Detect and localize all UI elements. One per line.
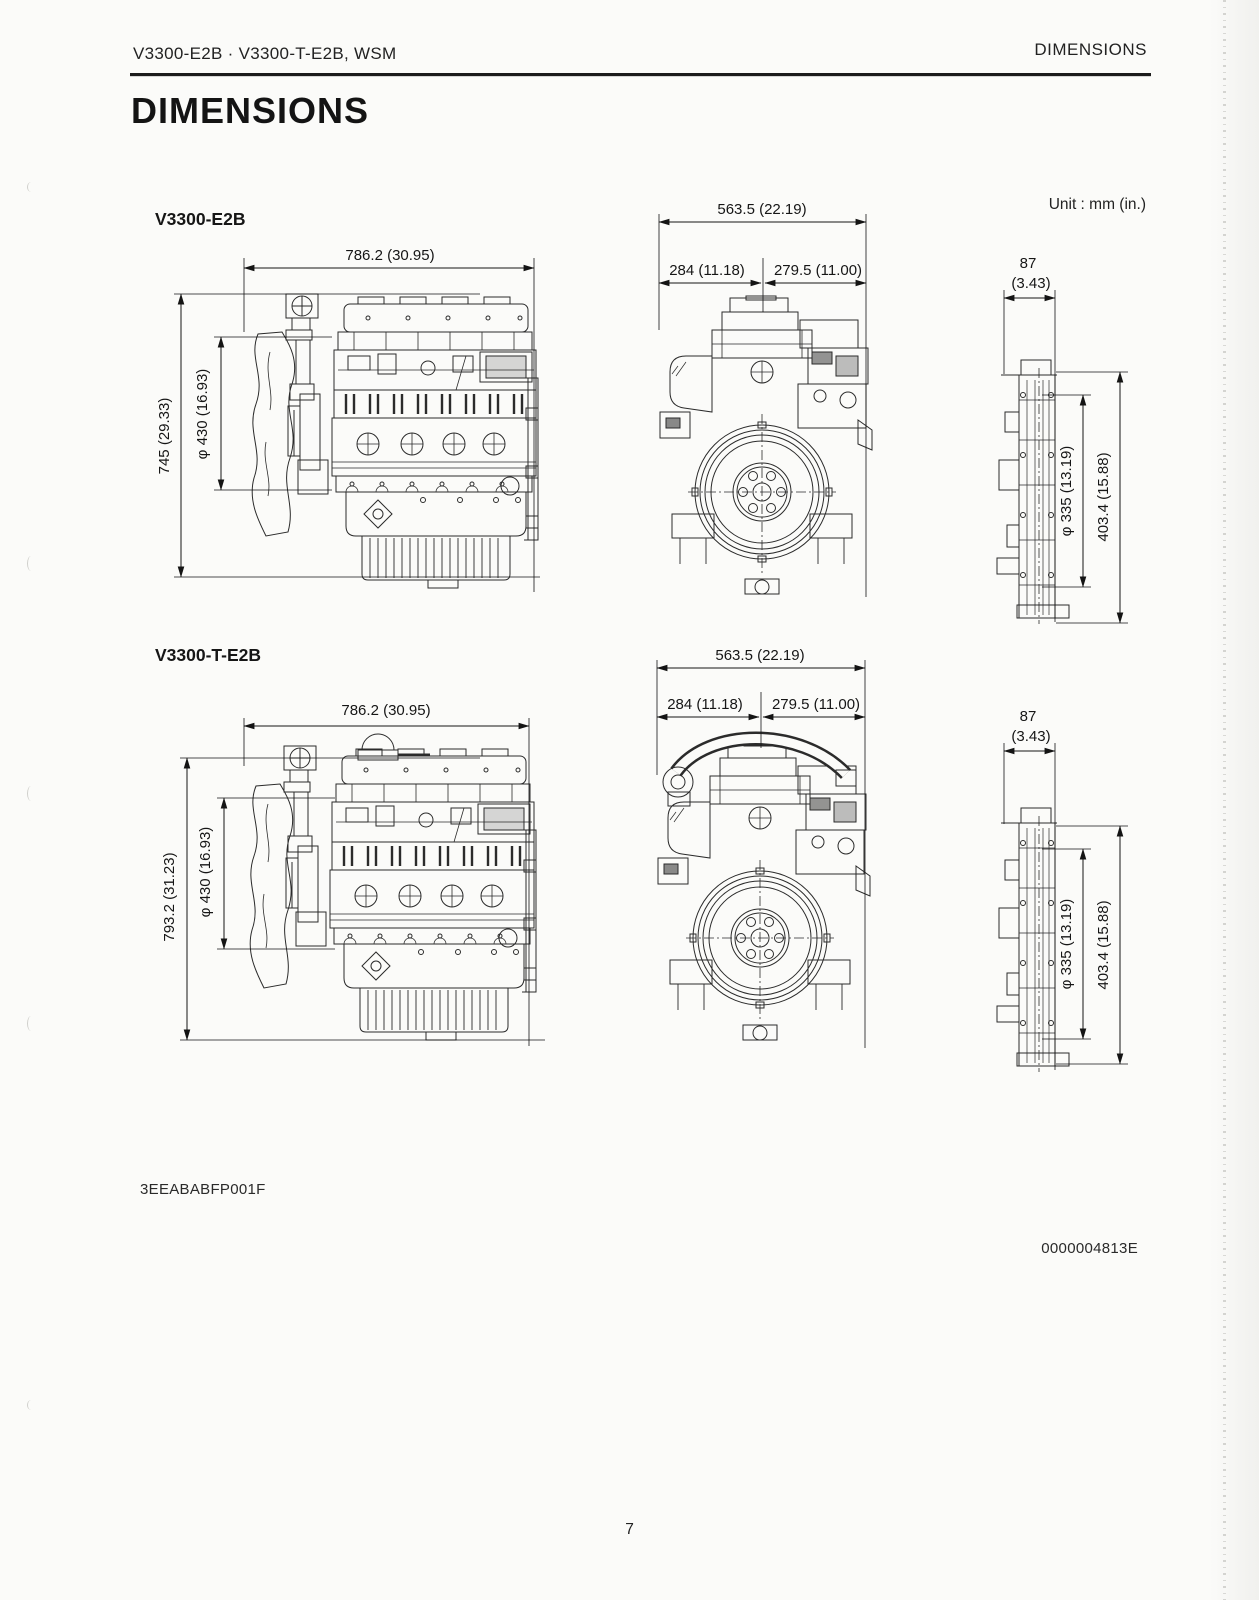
- figure-code: 3EEABABFP001F: [140, 1181, 266, 1198]
- scan-mark: [27, 1400, 35, 1410]
- page-title: DIMENSIONS: [131, 90, 370, 131]
- page-number: 7: [625, 1521, 634, 1538]
- header-rule: [130, 73, 1151, 76]
- unit-note: Unit : mm (in.): [1048, 196, 1146, 213]
- scan-mark: [27, 1016, 35, 1031]
- dim-1-housing-height: 403.4 (15.88): [1095, 452, 1112, 541]
- dim-1-front-right: 279.5 (11.00): [774, 262, 862, 279]
- dim-2-housing-height: 403.4 (15.88): [1095, 900, 1112, 989]
- dim-1-flywheel-diameter: φ 335 (13.19): [1058, 446, 1075, 537]
- dim-1-side-height: 745 (29.33): [156, 398, 173, 475]
- dim-2-side-height: 793.2 (31.23): [161, 852, 178, 941]
- dim-2-front-width: 563.5 (22.19): [715, 647, 804, 664]
- dim-2-front-left: 284 (11.18): [667, 696, 743, 713]
- dim-2-front-right: 279.5 (11.00): [772, 696, 860, 713]
- section-2-drawings: 786.2 (30.95) 793.2 (31.23) φ 430 (16.93…: [161, 647, 1128, 1073]
- engine-1-front-view-art: [659, 295, 873, 595]
- engine-1-side-view-art: [250, 292, 540, 590]
- section-1-drawings: 786.2 (30.95) 745 (29.33) φ 430 (16.93) …: [156, 201, 1128, 625]
- section-2-model-label: V3300-T-E2B: [155, 645, 262, 665]
- section-2-dimensions: 786.2 (30.95) 793.2 (31.23) φ 430 (16.93…: [161, 647, 1128, 1070]
- scan-mark: [27, 786, 35, 801]
- section-1-model-label: V3300-E2B: [155, 209, 246, 229]
- dim-2-fan-diameter: φ 430 (16.93): [197, 827, 214, 918]
- header-chapter-text: DIMENSIONS: [1034, 40, 1147, 59]
- dim-2-side-width: 786.2 (30.95): [341, 702, 430, 719]
- dim-1-rear-depth-mm: 87: [1020, 255, 1037, 272]
- engine-2-front-view-art: [658, 739, 871, 1041]
- dim-1-front-width: 563.5 (22.19): [717, 201, 806, 218]
- dim-2-rear-depth-in: (3.43): [1011, 728, 1050, 745]
- dim-1-front-left: 284 (11.18): [669, 262, 745, 279]
- scan-mark: [27, 556, 35, 571]
- scan-mark: [27, 182, 35, 192]
- dim-2-rear-depth-mm: 87: [1020, 708, 1037, 725]
- document-code: 0000004813E: [1041, 1240, 1138, 1257]
- engine-2-side-view-art: [248, 732, 538, 1042]
- dim-2-flywheel-diameter: φ 335 (13.19): [1058, 899, 1075, 990]
- dim-1-fan-diameter: φ 430 (16.93): [194, 369, 211, 460]
- section-1-dimensions: 786.2 (30.95) 745 (29.33) φ 430 (16.93) …: [156, 201, 1128, 624]
- scan-edge-speckle: [1223, 0, 1226, 1600]
- dim-1-side-width: 786.2 (30.95): [345, 247, 434, 264]
- scan-edge-shading: [1210, 0, 1259, 1600]
- header-models-text: V3300-E2B · V3300-T-E2B, WSM: [133, 44, 397, 63]
- dim-1-rear-depth-in: (3.43): [1011, 275, 1050, 292]
